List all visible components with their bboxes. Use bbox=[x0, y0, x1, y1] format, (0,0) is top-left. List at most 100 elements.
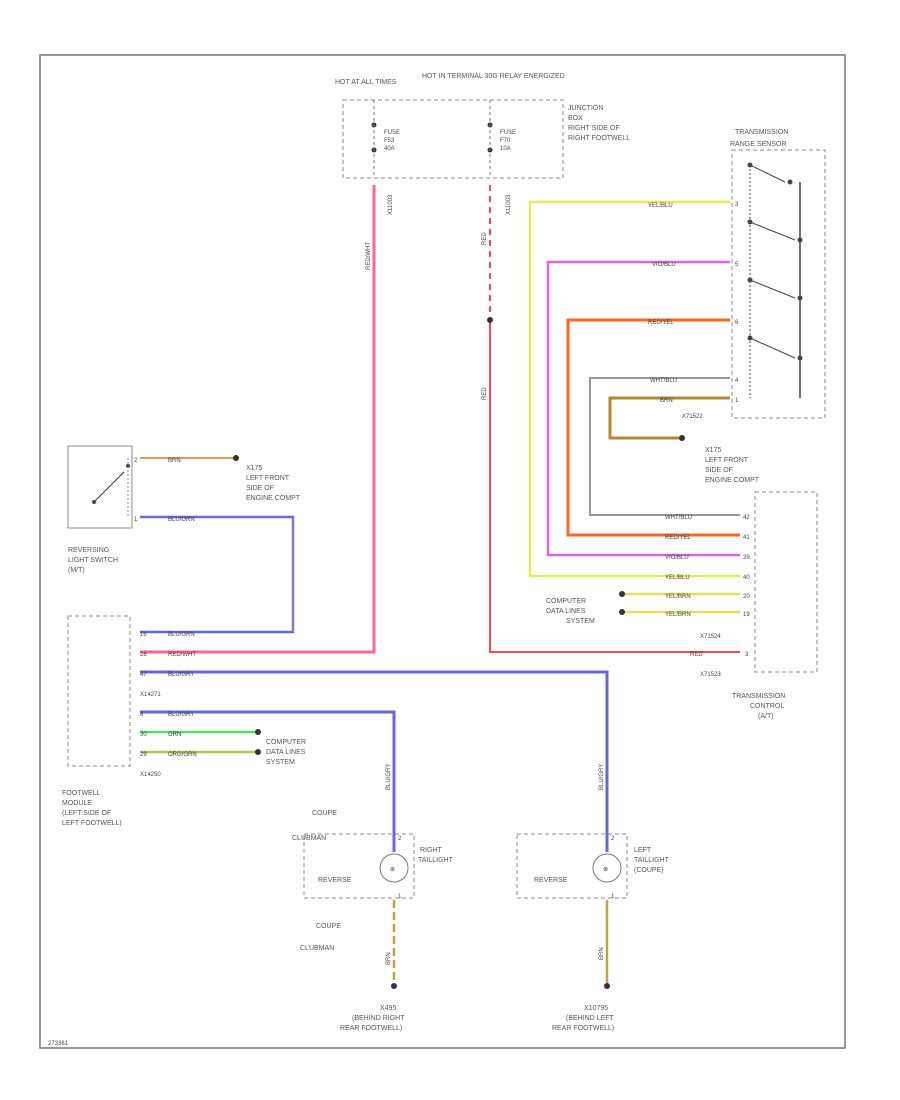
wire-yel-blu bbox=[528, 200, 740, 578]
sw-pin-1: 2 bbox=[134, 458, 138, 464]
wire-labels: RED/WHT RED RED YEL/BLU VIO/BLU RED/YEL … bbox=[168, 203, 703, 965]
junction-box-l2: BOX bbox=[568, 115, 583, 122]
right-ground-dot bbox=[391, 983, 397, 989]
fw-pin-5: 30 bbox=[140, 732, 147, 738]
trans-ground-l4: ENGINE COMPT bbox=[705, 477, 760, 484]
trans-range-outline bbox=[731, 149, 826, 419]
splice-dot bbox=[487, 317, 493, 323]
tc-pin-3: 39 bbox=[743, 555, 750, 561]
fw-pin-1: 16 bbox=[140, 632, 147, 638]
wire-brn-ground bbox=[608, 396, 730, 440]
label-red-wht: RED/WHT bbox=[366, 242, 372, 270]
tr-pin-4: 4 bbox=[735, 378, 739, 384]
tr-pin-2: 5 bbox=[735, 262, 739, 268]
footwell-label-4: LEFT FOOTWELL) bbox=[62, 820, 122, 827]
fuse-b-l2: F70 bbox=[500, 138, 511, 144]
left-ground-dot bbox=[604, 983, 610, 989]
fuse-a-l3: 40A bbox=[384, 146, 395, 152]
right-opt-coupe-2: COUPE bbox=[316, 923, 341, 930]
tc-pin-6: 19 bbox=[743, 612, 750, 618]
fw-pin-2: 28 bbox=[140, 652, 147, 658]
label-yel-blu: YEL/BLU bbox=[648, 203, 673, 209]
figure-number: 273361 bbox=[48, 1041, 69, 1047]
label-red-wht-fw: RED/WHT bbox=[168, 652, 196, 658]
tc-pin-5: 20 bbox=[743, 594, 750, 600]
fuse-b-l1: FUSE bbox=[500, 130, 516, 136]
left-tail-label-2: TAILLIGHT bbox=[634, 857, 670, 864]
right-tail-outline bbox=[303, 833, 415, 899]
right-ground-l2: (BEHIND RIGHT bbox=[352, 1015, 405, 1022]
switch-label-3: (M/T) bbox=[68, 567, 85, 574]
trans-range-sensor: TRANSMISSION RANGE SENSOR 3 5 6 4 1 X715… bbox=[679, 129, 826, 484]
junction-box-l4: RIGHT FOOTWELL bbox=[568, 135, 630, 142]
label-red-2: RED bbox=[482, 387, 488, 400]
label-brn-left: BRN bbox=[599, 947, 605, 960]
right-ground-l3: REAR FOOTWELL) bbox=[340, 1025, 402, 1032]
right-opt-coupe: COUPE bbox=[312, 810, 337, 817]
tl-r-pin-1: 2 bbox=[398, 836, 402, 842]
trans-range-title-1: TRANSMISSION bbox=[735, 129, 788, 136]
label-blu-gry-fw2: BLU/GRY bbox=[168, 712, 194, 718]
tr-pin-3: 6 bbox=[735, 320, 739, 326]
tl-r-pin-2: 1 bbox=[398, 894, 402, 900]
label-vio-blu: VIO/BLU bbox=[652, 262, 676, 268]
right-bulb-icon bbox=[379, 853, 409, 883]
tcm-can-2: DATA LINES bbox=[546, 608, 586, 615]
switch-pivot bbox=[92, 500, 96, 504]
conn-b-label: X11003 bbox=[506, 194, 512, 215]
left-tail-label-1: LEFT bbox=[634, 847, 652, 854]
trans-ground-l2: LEFT FRONT bbox=[705, 457, 749, 464]
tcm-label-1: TRANSMISSION bbox=[732, 693, 785, 700]
label-org-grn-fw: ORG/GRN bbox=[168, 752, 197, 758]
left-bulb-glyph: ⊗ bbox=[603, 867, 608, 873]
junction-box-l3: RIGHT SIDE OF bbox=[568, 125, 620, 132]
fw-pin-6: 29 bbox=[140, 752, 147, 758]
fw-pin-4: 8 bbox=[140, 712, 144, 718]
fuse-b-l3: 10A bbox=[500, 146, 511, 152]
label-brn-right: BRN bbox=[386, 952, 392, 965]
fw-can-1: COMPUTER bbox=[266, 739, 306, 746]
right-taillight: ⊗ REVERSE 2 1 RIGHT TAILLIGHT COUPE CLUB… bbox=[292, 810, 454, 1032]
trans-ground-dot bbox=[679, 435, 685, 441]
tc-pin-2: 41 bbox=[743, 535, 750, 541]
tr-pin-1: 3 bbox=[735, 202, 739, 208]
trans-ground-l3: SIDE OF bbox=[705, 467, 733, 474]
label-yel-brn-1: YEL/BRN bbox=[665, 594, 691, 600]
label-red-yel: RED/YEL bbox=[648, 320, 674, 326]
right-bulb-glyph: ⊗ bbox=[390, 867, 395, 873]
label-yel-brn-2: YEL/BRN bbox=[665, 612, 691, 618]
fw-can-3: SYSTEM bbox=[266, 759, 295, 766]
label-brn-switch: BRN bbox=[168, 458, 181, 464]
switch-ground-dot bbox=[233, 455, 239, 461]
wire-wht-blu bbox=[589, 377, 740, 516]
diagram-border bbox=[39, 54, 846, 1049]
switch-label-2: LIGHT SWITCH bbox=[68, 557, 118, 564]
tcm-label-3: (A/T) bbox=[758, 713, 774, 720]
trans-range-connector: X71522 bbox=[682, 414, 703, 420]
switch-ground-l1: X175 bbox=[246, 465, 262, 472]
left-ground-l2: (BEHIND LEFT bbox=[566, 1015, 615, 1022]
label-vio-blu-tcm: VIO/BLU bbox=[665, 555, 689, 561]
conn-a-label: X11003 bbox=[388, 194, 394, 215]
wire-vio-blu bbox=[546, 260, 740, 557]
junction-box-outline bbox=[342, 99, 564, 179]
footwell-label-2: MODULE bbox=[62, 800, 92, 807]
left-taillight: ⊗ REVERSE 2 1 LEFT TAILLIGHT (COUPE) X10… bbox=[516, 833, 670, 1032]
label-blu-grn: BLU/GRN bbox=[168, 517, 195, 523]
footwell-outline bbox=[67, 615, 131, 767]
left-tail-lamp: REVERSE bbox=[534, 877, 568, 884]
fw-pin-3: 47 bbox=[140, 672, 147, 678]
hot-terminal-label: HOT IN TERMINAL 30G RELAY ENERGIZED bbox=[422, 73, 565, 80]
left-tail-label-3: (COUPE) bbox=[634, 867, 664, 874]
wire-red-tcm bbox=[489, 320, 740, 653]
label-yel-blu-tcm: YEL/BLU bbox=[665, 575, 690, 581]
left-ground-l3: REAR FOOTWELL) bbox=[552, 1025, 614, 1032]
tcm-label-2: CONTROL bbox=[750, 703, 784, 710]
label-wht-blu-tcm: WHT/BLU bbox=[665, 515, 692, 521]
left-bulb-icon bbox=[592, 853, 622, 883]
wire-red-yel bbox=[566, 318, 740, 537]
wire-red-wht-feed bbox=[140, 185, 376, 654]
label-blu-gry-fw: BLU/GRY bbox=[168, 672, 194, 678]
tcm-can-dot-2 bbox=[619, 609, 625, 615]
